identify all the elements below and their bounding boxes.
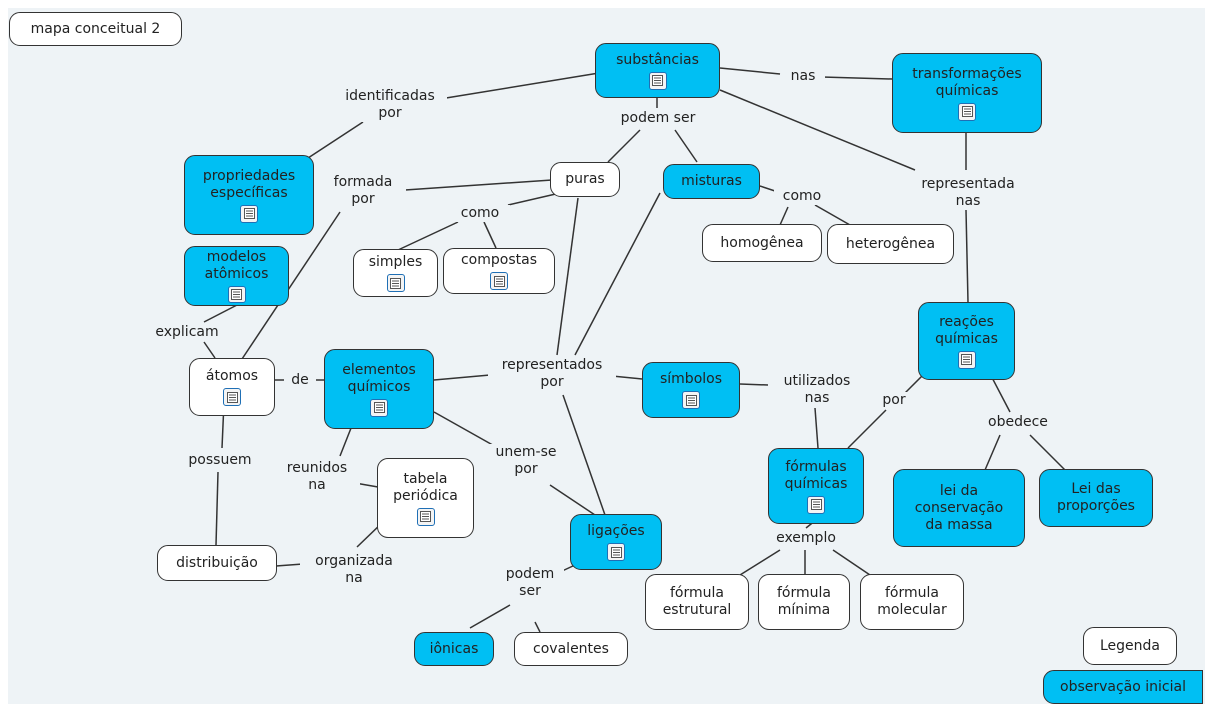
document-icon[interactable] [240,204,258,223]
legend-title: Legenda [1099,637,1160,654]
node-distribuicao[interactable]: distribuição [157,545,277,581]
node-label: fórmula estrutural [662,585,732,618]
legend-box: Legenda [1083,627,1177,665]
node-label: simples [368,254,423,270]
node-label: reações químicas [935,313,998,347]
link-podem-ser: podem ser [608,110,708,127]
node-label: compostas [460,252,537,268]
document-icon[interactable] [223,388,241,406]
link-reunidos-na: reunidos na [274,460,360,494]
node-reacoes-quimicas[interactable]: reações químicas [918,302,1015,380]
link-de: de [284,372,316,389]
link-unem-se-por: unem-se por [482,444,570,478]
node-label: puras [565,171,605,187]
node-label: tabela periódica [393,470,458,504]
node-label: Lei das proporções [1057,481,1135,514]
node-label: átomos [205,368,259,384]
node-elementos-quimicos[interactable]: elementos químicos [324,349,434,429]
link-organizada-na: organizada na [300,553,408,587]
node-heterogenea[interactable]: heterogênea [827,224,954,264]
node-modelos-atomicos[interactable]: modelos atômicos [184,246,289,306]
node-label: transformações químicas [912,65,1022,99]
link-obedece: obedece [978,414,1058,431]
link-podem-ser-ligacoes: podem ser [496,566,564,600]
node-label: propriedades específicas [202,167,296,201]
link-exemplo: exemplo [764,530,848,547]
document-icon[interactable] [490,272,508,290]
node-formula-minima[interactable]: fórmula mínima [758,574,850,630]
node-substancias[interactable]: substâncias [595,43,720,98]
node-misturas[interactable]: misturas [663,164,760,199]
link-nas: nas [781,68,825,85]
node-label: heterogênea [845,235,936,252]
node-formula-molecular[interactable]: fórmula molecular [860,574,964,630]
document-icon[interactable] [607,543,625,561]
document-icon[interactable] [227,286,246,303]
node-label: homogênea [720,234,804,251]
node-simples[interactable]: simples [353,249,438,297]
legend-initial-observation-label: observação inicial [1060,678,1186,695]
node-homogenea[interactable]: homogênea [702,224,822,262]
document-icon[interactable] [807,495,825,514]
document-icon[interactable] [648,71,667,90]
node-label: modelos atômicos [204,249,269,282]
node-propriedades-especificas[interactable]: propriedades específicas [184,155,314,235]
map-title: mapa conceitual 2 [9,12,182,46]
link-representada-nas: representada nas [908,176,1028,210]
node-compostas[interactable]: compostas [443,248,555,294]
node-label: fórmula molecular [877,585,947,618]
node-label: elementos químicos [342,361,416,395]
node-label: ligações [587,523,645,539]
node-label: distribuição [176,554,258,571]
node-label: fórmulas químicas [784,458,848,492]
link-explicam: explicam [143,324,231,341]
link-representados-por: representados por [488,357,616,391]
node-ligacoes[interactable]: ligações [570,514,662,570]
node-transformacoes-quimicas[interactable]: transformações químicas [892,53,1042,133]
document-icon[interactable] [957,350,976,369]
legend-initial-observation: observação inicial [1043,670,1203,704]
node-tabela-periodica[interactable]: tabela periódica [377,458,474,538]
node-lei-conservacao-massa[interactable]: lei da conservação da massa [893,469,1025,547]
link-por-reacoes: por [872,392,916,409]
document-icon[interactable] [958,102,976,121]
document-icon[interactable] [682,391,700,409]
node-label: misturas [681,173,742,189]
node-atomos[interactable]: átomos [189,358,275,416]
node-label: símbolos [659,371,723,387]
link-utilizados-nas: utilizados nas [768,373,866,407]
link-como-misturas: como [774,188,830,205]
node-label: covalentes [533,640,609,657]
link-possuem: possuem [176,452,264,469]
node-lei-proporcoes[interactable]: Lei das proporções [1039,469,1153,527]
node-label: substâncias [616,51,699,68]
node-label: fórmula mínima [777,585,831,618]
node-label: iônicas [429,640,479,657]
link-como-puras: como [450,205,510,222]
node-formula-estrutural[interactable]: fórmula estrutural [645,574,749,630]
node-label: lei da conservação da massa [914,482,1004,533]
node-puras[interactable]: puras [550,162,620,197]
link-formada-por: formada por [320,174,406,208]
node-covalentes[interactable]: covalentes [514,632,628,666]
document-icon[interactable] [370,398,388,417]
node-formulas-quimicas[interactable]: fórmulas químicas [768,448,864,524]
node-simbolos[interactable]: símbolos [642,362,740,418]
link-identificadas-por: identificadas por [333,88,447,122]
document-icon[interactable] [386,274,405,292]
document-icon[interactable] [416,507,435,526]
node-ionicas[interactable]: iônicas [414,632,494,666]
